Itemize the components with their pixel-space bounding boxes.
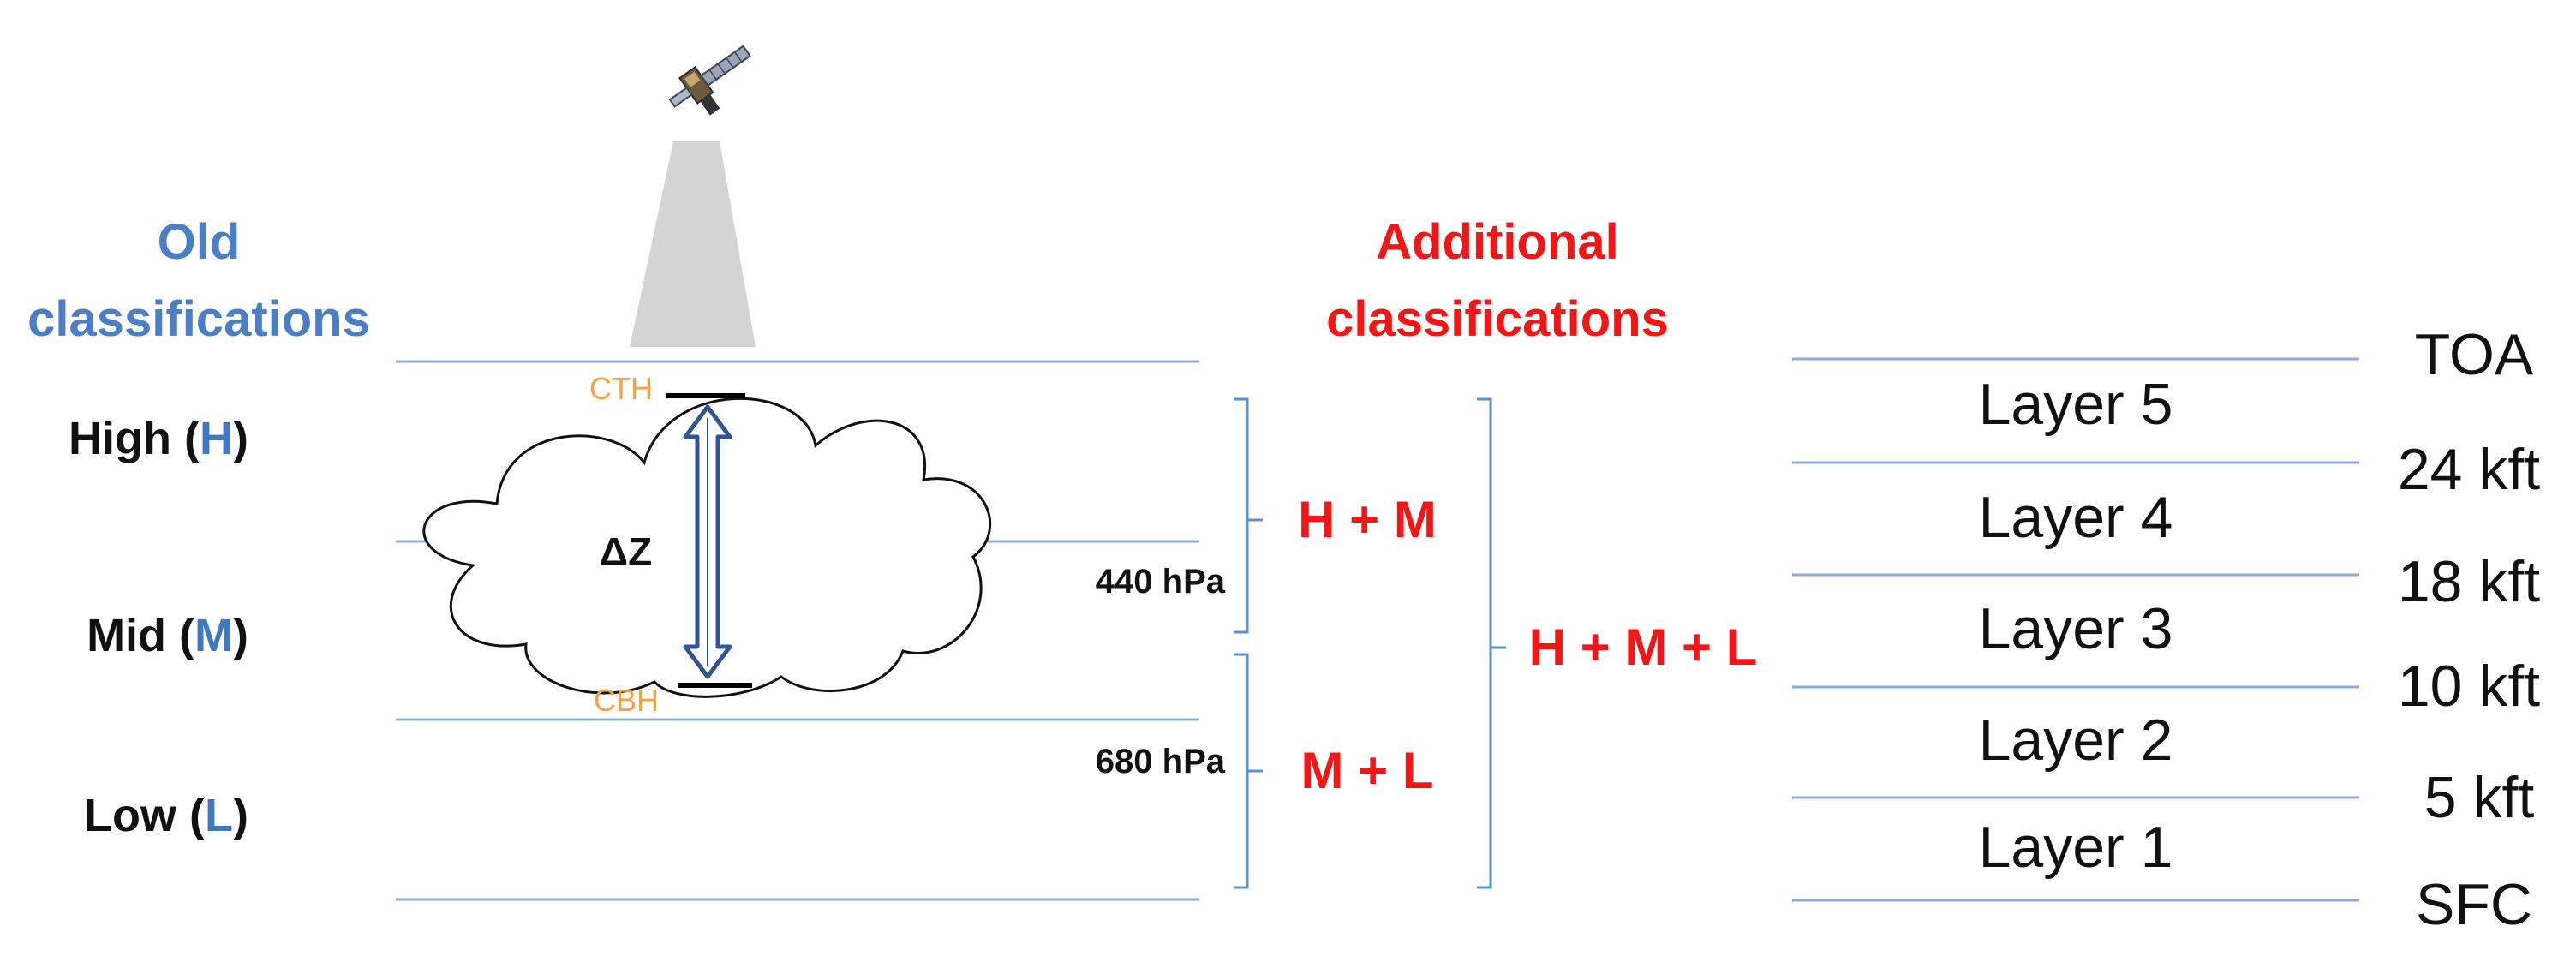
cloud-base-label: CBH (594, 683, 659, 718)
cloud-top-label: CTH (589, 371, 653, 406)
old-classification-labels: Old classifications High (H) Mid (M) Low… (27, 214, 1226, 841)
level-low-label: Low (L) (84, 790, 248, 841)
pressure-680-label: 680 hPa (1096, 743, 1226, 780)
layer-3-label: Layer 3 (1979, 596, 2173, 661)
boundary-10kft-label: 10 kft (2398, 654, 2540, 719)
level-mid-label: Mid (M) (87, 610, 248, 661)
delta-z-label: ΔZ (600, 529, 652, 574)
additional-title-line1: Additional (1376, 214, 1619, 270)
boundary-18kft-label: 18 kft (2398, 549, 2540, 614)
layer-5-label: Layer 5 (1979, 372, 2173, 437)
group-hml-label: H + M + L (1529, 618, 1758, 676)
sensor-beam (630, 141, 756, 347)
additional-classifications: Additional classifications H + M M + L H… (1234, 214, 1758, 889)
old-title-line1: Old (158, 214, 241, 270)
group-ml-label: M + L (1300, 742, 1433, 799)
group-hm-label: H + M (1298, 491, 1437, 548)
layer-4-label: Layer 4 (1979, 485, 2173, 550)
pressure-440-label: 440 hPa (1096, 563, 1226, 601)
brace-hml (1477, 397, 1506, 889)
layer-boundary-lines (1792, 357, 2359, 902)
boundary-5kft-label: 5 kft (2424, 765, 2535, 830)
thickness-arrow (683, 404, 732, 679)
additional-title-line2: classifications (1326, 291, 1669, 347)
layer-scheme: Layer 5 Layer 4 Layer 3 Layer 2 Layer 1 … (1792, 322, 2540, 937)
level-high-label: High (H) (69, 413, 248, 464)
layer-2-label: Layer 2 (1979, 708, 2173, 773)
boundary-sfc-label: SFC (2416, 872, 2532, 937)
brace-ml (1234, 653, 1263, 889)
boundary-24kft-label: 24 kft (2398, 437, 2540, 502)
satellite-group (630, 45, 756, 347)
boundary-toa-label: TOA (2415, 322, 2534, 387)
satellite-icon (668, 45, 751, 116)
layer-1-label: Layer 1 (1979, 815, 2173, 880)
brace-hm (1234, 397, 1263, 634)
old-title-line2: classifications (27, 291, 370, 347)
cloud-group: CTH CBH ΔZ (422, 371, 992, 718)
